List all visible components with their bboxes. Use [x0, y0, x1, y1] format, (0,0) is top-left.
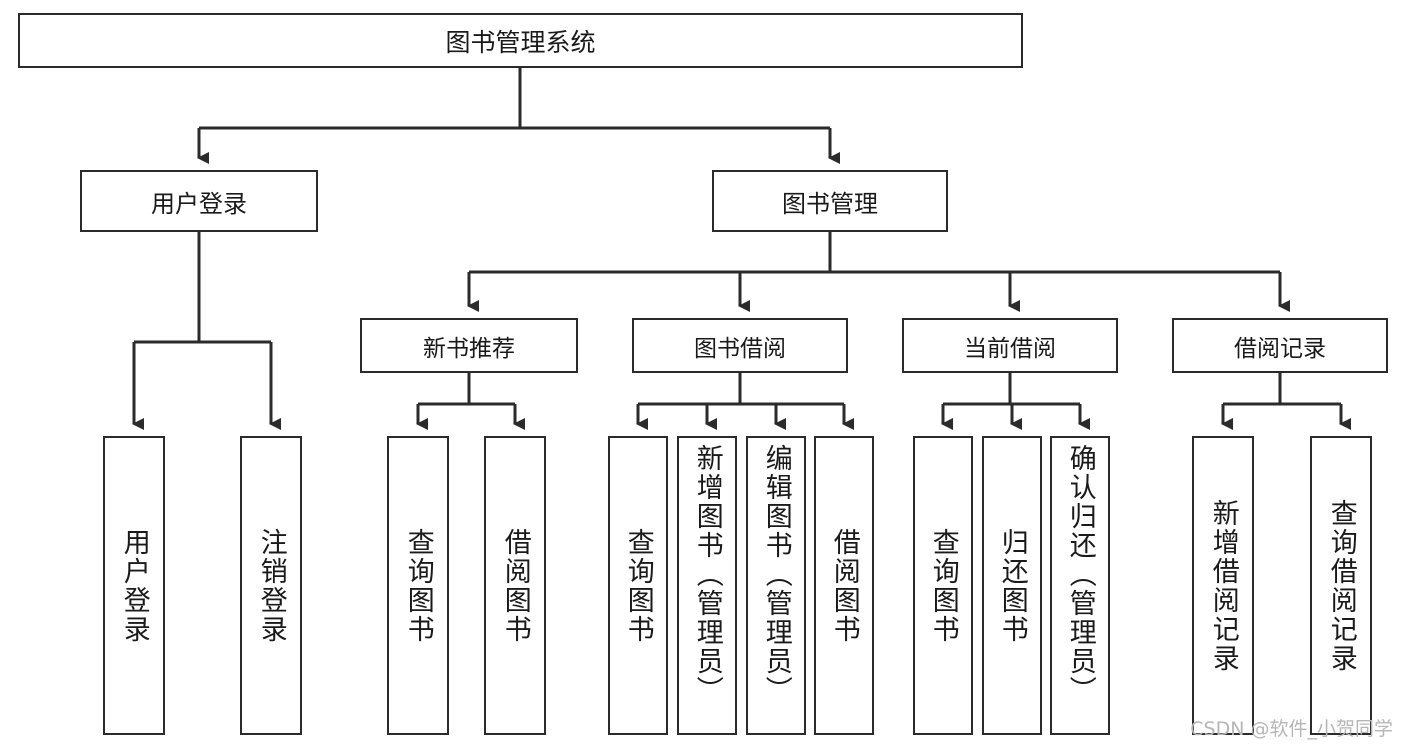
- leaf-add-book-admin[interactable]: 新增图书（管理员）: [677, 436, 737, 735]
- leaf-return-book-label: 归还图书: [996, 527, 1028, 644]
- node-current-borrow-label: 当前借阅: [964, 335, 1056, 362]
- node-book-management-label: 图书管理: [782, 189, 878, 218]
- leaf-confirm-return-admin[interactable]: 确认归还（管理员）: [1050, 436, 1110, 735]
- leaf-add-borrow-record-label: 新增借阅记录: [1207, 498, 1239, 673]
- node-root[interactable]: 图书管理系统: [18, 13, 1023, 68]
- leaf-query-book-borrow-label: 查询图书: [622, 527, 654, 644]
- leaf-user-login-label: 用户登录: [118, 527, 150, 644]
- node-user-login[interactable]: 用户登录: [80, 170, 318, 232]
- leaf-add-book-admin-label: 新增图书（管理员）: [691, 444, 723, 705]
- leaf-borrow-book-newbook[interactable]: 借阅图书: [484, 436, 546, 735]
- leaf-confirm-return-admin-label: 确认归还（管理员）: [1064, 444, 1096, 705]
- leaf-add-borrow-record[interactable]: 新增借阅记录: [1192, 436, 1254, 735]
- leaf-query-book-newbook[interactable]: 查询图书: [387, 436, 449, 735]
- node-new-book-recommend[interactable]: 新书推荐: [360, 318, 578, 373]
- node-book-management[interactable]: 图书管理: [712, 170, 948, 232]
- node-borrow-record-label: 借阅记录: [1234, 335, 1326, 362]
- node-new-book-recommend-label: 新书推荐: [423, 335, 515, 362]
- node-borrow-record[interactable]: 借阅记录: [1172, 318, 1388, 373]
- leaf-query-book-borrow[interactable]: 查询图书: [608, 436, 668, 735]
- leaf-query-borrow-record[interactable]: 查询借阅记录: [1310, 436, 1372, 735]
- node-current-borrow[interactable]: 当前借阅: [902, 318, 1118, 373]
- leaf-user-login[interactable]: 用户登录: [103, 436, 165, 735]
- node-root-label: 图书管理系统: [445, 27, 596, 57]
- leaf-logout[interactable]: 注销登录: [240, 436, 302, 735]
- leaf-query-book-current-label: 查询图书: [927, 527, 959, 644]
- leaf-return-book[interactable]: 归还图书: [982, 436, 1042, 735]
- watermark: CSDN @软件_小贺同学: [1190, 718, 1393, 740]
- leaf-borrow-book[interactable]: 借阅图书: [814, 436, 874, 735]
- leaf-logout-label: 注销登录: [255, 527, 287, 644]
- node-book-borrow-label: 图书借阅: [694, 335, 786, 362]
- leaf-query-book-current[interactable]: 查询图书: [913, 436, 973, 735]
- leaf-edit-book-admin[interactable]: 编辑图书（管理员）: [746, 436, 806, 735]
- leaf-borrow-book-label: 借阅图书: [828, 527, 860, 644]
- leaf-edit-book-admin-label: 编辑图书（管理员）: [760, 444, 792, 705]
- node-user-login-label: 用户登录: [151, 189, 247, 218]
- leaf-borrow-book-newbook-label: 借阅图书: [499, 527, 531, 644]
- leaf-query-book-newbook-label: 查询图书: [402, 527, 434, 644]
- leaf-query-borrow-record-label: 查询借阅记录: [1325, 498, 1357, 673]
- node-book-borrow[interactable]: 图书借阅: [632, 318, 848, 373]
